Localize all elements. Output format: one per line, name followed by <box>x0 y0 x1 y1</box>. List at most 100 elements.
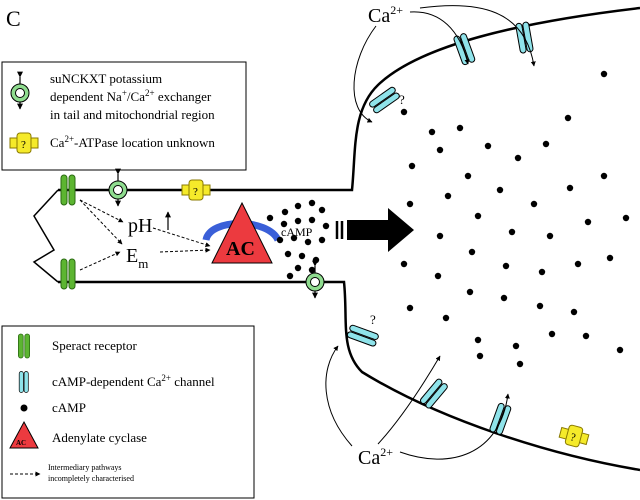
atpase-bottom: ? <box>557 422 591 450</box>
svg-text:?: ? <box>21 139 26 151</box>
camp-dot <box>428 128 436 136</box>
camp-dot <box>474 336 482 344</box>
camp-dot <box>318 206 326 214</box>
camp-dot <box>276 236 284 244</box>
ca-channel-bottom-1 <box>346 323 380 348</box>
camp-dot <box>464 172 472 180</box>
camp-dot <box>312 256 320 264</box>
camp-dot <box>456 124 464 132</box>
legend-channel-text: cAMP-dependent Ca2+ channel <box>52 373 215 389</box>
cell-membrane-top <box>58 6 640 192</box>
intermediary-pathway-arrows <box>79 199 211 271</box>
camp-dot <box>400 108 408 116</box>
camp-dot <box>436 232 444 240</box>
camp-dot <box>600 70 608 78</box>
camp-dot <box>570 308 578 316</box>
unknown-mark-bottom: ? <box>370 312 376 327</box>
camp-dot <box>514 154 522 162</box>
camp-dot <box>322 222 330 230</box>
atpase-icon: ? <box>9 132 39 154</box>
camp-dot <box>406 200 414 208</box>
legend-receptor-text: Speract receptor <box>52 338 137 353</box>
camp-dot <box>516 360 524 368</box>
ca-flux-arrow-top-2 <box>409 11 470 65</box>
legend-pathways-text: Intermediary pathways incompletely chara… <box>48 463 134 483</box>
camp-dot <box>536 302 544 310</box>
camp-dot <box>406 304 414 312</box>
speract-receptor-bottom <box>60 258 76 290</box>
camp-dot <box>266 214 274 222</box>
camp-dot <box>468 248 476 256</box>
camp-dot <box>294 202 302 210</box>
camp-dot <box>574 260 582 268</box>
camp-dot <box>290 234 298 242</box>
tail-zigzag <box>32 189 59 283</box>
camp-dot <box>304 238 312 246</box>
camp-dot <box>502 262 510 270</box>
camp-dot <box>284 250 292 258</box>
camp-dot <box>500 294 508 302</box>
camp-dot <box>622 214 630 222</box>
legend-camp-text: cAMP <box>52 400 86 415</box>
svg-text:?: ? <box>569 431 577 444</box>
camp-dot <box>538 268 546 276</box>
atpase-top: ? <box>181 179 211 201</box>
exchanger-top <box>109 174 127 206</box>
camp-dot <box>434 272 442 280</box>
camp-flow-arrow <box>335 208 414 252</box>
camp-dot <box>564 114 572 122</box>
camp-dot <box>584 218 592 226</box>
camp-dot <box>474 212 482 220</box>
camp-label: cAMP <box>281 225 313 239</box>
camp-dot <box>280 220 288 228</box>
camp-dot <box>298 252 306 260</box>
ca-channel-bottom-3 <box>488 402 513 436</box>
camp-dot <box>308 216 316 224</box>
svg-text:AC: AC <box>16 439 26 447</box>
em-label: Em <box>126 245 148 271</box>
camp-dot <box>308 199 316 207</box>
cell-membrane-bottom <box>58 280 640 472</box>
camp-dot <box>281 208 289 216</box>
unknown-mark-top: ? <box>399 92 405 107</box>
camp-dot <box>436 146 444 154</box>
ca-flux-arrow-bottom-1 <box>325 345 353 447</box>
ca-flux-arrow-top-3 <box>419 5 536 67</box>
camp-dot <box>466 288 474 296</box>
camp-dot <box>542 140 550 148</box>
camp-dot <box>408 162 416 170</box>
camp-dot <box>606 254 614 262</box>
svg-text:?: ? <box>193 186 198 198</box>
camp-dot <box>294 264 302 272</box>
legend-exchanger-text: suNCKXT potassium dependent Na+/Ca2+ exc… <box>50 71 215 122</box>
camp-dot <box>400 260 408 268</box>
adenylate-cyclase <box>211 201 273 264</box>
ca-label-top: Ca2+ <box>368 3 403 27</box>
ca-flux-arrow-top-1 <box>353 25 377 123</box>
camp-dot <box>476 352 484 360</box>
camp-dot <box>318 236 326 244</box>
cyclase-legend-icon: AC <box>9 420 39 449</box>
camp-dot <box>308 266 316 274</box>
ph-label: pH <box>128 215 152 237</box>
camp-dot <box>444 192 452 200</box>
camp-dot <box>442 314 450 322</box>
camp-dot <box>294 217 302 225</box>
legend-bottom: Speract receptor cAMP-dependent Ca2+ cha… <box>1 325 255 499</box>
camp-dot <box>286 272 294 280</box>
camp-legend-dot <box>20 404 28 412</box>
camp-dot <box>546 232 554 240</box>
camp-dot <box>512 342 520 350</box>
legend-cyclase-text: Adenylate cyclase <box>52 430 147 445</box>
camp-dot <box>600 172 608 180</box>
legend-atpase-text: Ca2+-ATPase location unknown <box>50 134 215 150</box>
channel-legend-icon <box>18 371 29 393</box>
ca-label-bottom: Ca2+ <box>358 445 393 469</box>
camp-dot <box>548 330 556 338</box>
legend-top: suNCKXT potassium dependent Na+/Ca2+ exc… <box>1 61 247 171</box>
camp-dot <box>566 184 574 192</box>
camp-dot <box>496 186 504 194</box>
panel-label: C <box>6 6 21 31</box>
